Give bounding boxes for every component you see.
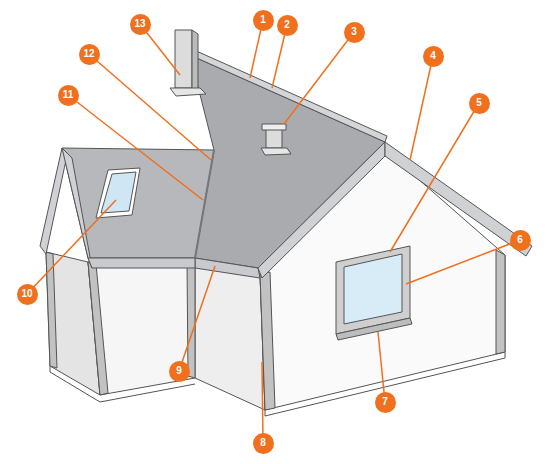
callout-text: 11 [63,90,74,100]
callout-number: 7 [375,392,396,413]
ridge-strip [190,50,387,142]
callout-text: 1 [260,15,266,25]
callout-number: 4 [423,46,444,67]
gable-fascia [385,142,532,256]
roof-vent [266,128,282,148]
callout-number: 6 [510,230,531,251]
callout-number: 8 [253,433,274,454]
skylight-frame [96,168,140,218]
callout-text: 3 [351,27,357,37]
callout-number: 11 [58,85,79,106]
plinth [265,352,505,416]
callout-text: 13 [134,19,145,29]
callout-number: 9 [169,361,190,382]
callout-number: 3 [344,22,365,43]
vent-flashing [261,148,291,155]
corner-trim [496,250,505,354]
wing-fascia [40,148,66,254]
window-sill [336,318,412,340]
chimney-flashing [170,88,206,96]
leader-line [410,56,433,160]
wing-fascia [62,148,92,268]
callout-number: 13 [130,14,151,35]
callout-text: 7 [382,397,388,407]
callout-text: 2 [284,20,290,30]
callout-number: 5 [469,93,490,114]
main-roof [190,55,385,268]
callout-number: 1 [253,10,274,31]
callout-text: 10 [21,289,32,299]
leader-line [406,240,520,284]
leader-line [89,54,211,160]
corner-trim [187,262,195,378]
chimney [175,30,192,88]
callout-text: 9 [176,366,182,376]
valley [195,150,214,258]
wing-side-wall [88,262,195,395]
callout-text: 5 [476,98,482,108]
leader-line [390,103,479,252]
corner-trim [46,252,57,368]
callout-number: 12 [79,44,100,65]
callout-text: 6 [517,235,523,245]
leader-line [27,200,116,294]
callout-number: 2 [277,15,298,36]
leader-line [284,32,354,124]
leader-line [262,362,263,443]
main-side-wall [195,262,265,410]
window-glass [344,254,402,324]
skylight-glass [101,172,136,213]
corner-trim [88,262,108,395]
callout-text: 8 [260,438,266,448]
eave-fascia [195,258,260,278]
callout-number: 10 [17,284,38,305]
leader-line [179,266,215,371]
callout-text: 12 [83,49,94,59]
chimney-side [192,30,198,92]
callout-text: 4 [430,51,436,61]
roof-vent-cap [262,124,286,130]
leader-line [68,95,203,200]
wing-eave [88,258,195,268]
